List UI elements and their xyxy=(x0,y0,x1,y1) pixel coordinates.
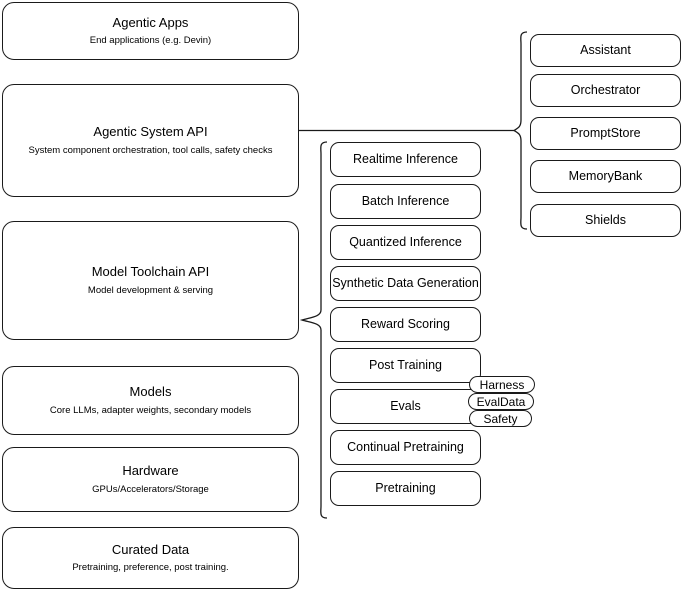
capability-label: Quantized Inference xyxy=(349,234,462,249)
component-label: Assistant xyxy=(580,42,631,57)
evals-tag-label: EvalData xyxy=(476,394,526,409)
layer-hardware[interactable]: Hardware GPUs/Accelerators/Storage xyxy=(2,447,299,512)
capability-batch-inference[interactable]: Batch Inference xyxy=(330,184,481,219)
layer-title: Curated Data xyxy=(111,541,190,557)
brace-toolchain-capabilities xyxy=(299,141,328,519)
evals-tag-label: Harness xyxy=(479,377,525,392)
capability-label: Post Training xyxy=(369,357,442,372)
component-orchestrator[interactable]: Orchestrator xyxy=(530,74,681,107)
layer-subtitle: Pretraining, preference, post training. xyxy=(72,562,229,574)
evals-tag-label: Safety xyxy=(483,411,518,426)
capability-label: Realtime Inference xyxy=(353,151,458,166)
capability-continual-pretraining[interactable]: Continual Pretraining xyxy=(330,430,481,465)
layer-subtitle: Core LLMs, adapter weights, secondary mo… xyxy=(49,404,252,416)
layer-agentic-system-api[interactable]: Agentic System API System component orch… xyxy=(2,84,299,197)
evals-tag-harness[interactable]: Harness xyxy=(469,376,535,393)
layer-subtitle: End applications (e.g. Devin) xyxy=(89,35,212,47)
component-label: Orchestrator xyxy=(570,82,641,97)
component-label: PromptStore xyxy=(570,125,641,140)
layer-agentic-apps[interactable]: Agentic Apps End applications (e.g. Devi… xyxy=(2,2,299,60)
layer-title: Agentic Apps xyxy=(112,14,189,30)
component-label: MemoryBank xyxy=(568,168,643,183)
component-label: Shields xyxy=(585,212,626,227)
layer-title: Model Toolchain API xyxy=(91,264,210,280)
capability-pretraining[interactable]: Pretraining xyxy=(330,471,481,506)
capability-label: Continual Pretraining xyxy=(347,439,464,454)
layer-title: Models xyxy=(129,384,172,400)
capability-reward-scoring[interactable]: Reward Scoring xyxy=(330,307,481,342)
capability-quantized-inference[interactable]: Quantized Inference xyxy=(330,225,481,260)
brace-system-components xyxy=(512,31,528,230)
capability-label: Pretraining xyxy=(375,480,436,495)
layer-curated-data[interactable]: Curated Data Pretraining, preference, po… xyxy=(2,527,299,589)
component-assistant[interactable]: Assistant xyxy=(530,34,681,67)
capability-post-training[interactable]: Post Training xyxy=(330,348,481,383)
evals-tag-evaldata[interactable]: EvalData xyxy=(468,393,534,410)
evals-tag-safety[interactable]: Safety xyxy=(469,410,532,427)
component-memorybank[interactable]: MemoryBank xyxy=(530,160,681,193)
layer-subtitle: GPUs/Accelerators/Storage xyxy=(92,483,209,495)
capability-realtime-inference[interactable]: Realtime Inference xyxy=(330,142,481,177)
layer-title: Hardware xyxy=(122,463,179,479)
capability-label: Reward Scoring xyxy=(361,316,450,331)
layer-subtitle: Model development & serving xyxy=(87,284,214,296)
capability-synthetic-data-generation[interactable]: Synthetic Data Generation xyxy=(330,266,481,301)
component-promptstore[interactable]: PromptStore xyxy=(530,117,681,150)
capability-label: Evals xyxy=(390,398,421,413)
capability-label: Synthetic Data Generation xyxy=(332,275,479,290)
capability-label: Batch Inference xyxy=(361,193,450,208)
layer-model-toolchain-api[interactable]: Model Toolchain API Model development & … xyxy=(2,221,299,340)
capability-evals[interactable]: Evals xyxy=(330,389,481,424)
component-shields[interactable]: Shields xyxy=(530,204,681,237)
layer-subtitle: System component orchestration, tool cal… xyxy=(28,144,273,156)
layer-models[interactable]: Models Core LLMs, adapter weights, secon… xyxy=(2,366,299,435)
layer-title: Agentic System API xyxy=(93,124,208,140)
